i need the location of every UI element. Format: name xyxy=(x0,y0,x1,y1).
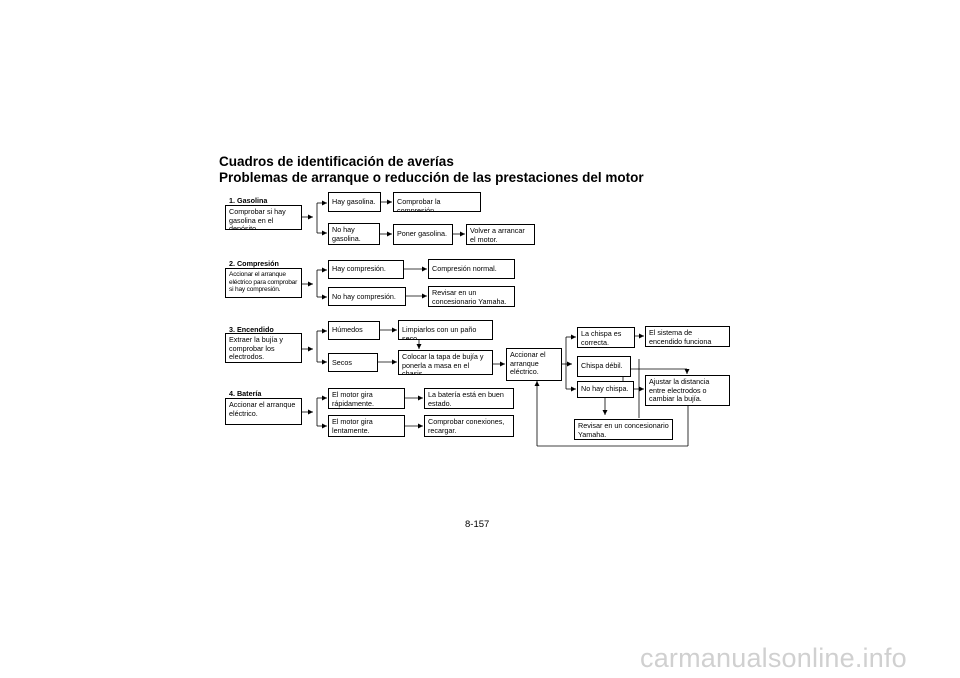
heading-title: Cuadros de identificación de averías xyxy=(219,154,454,169)
check-compression-start-box: Accionar el arranque eléctrico para comp… xyxy=(225,268,302,298)
weak-spark-box: Chispa débil. xyxy=(577,356,631,377)
yamaha-dealer-box-ignition: Revisar en un concesionario Yamaha. xyxy=(574,419,673,440)
engine-turns-fast-box: El motor gira rápidamente. xyxy=(328,388,405,409)
no-compression-box: No hay compresión. xyxy=(328,287,406,306)
compression-normal-box: Compresión normal. xyxy=(428,259,515,279)
restart-engine-box: Volver a arrancar el motor. xyxy=(466,224,535,245)
ignition-ok-box: El sistema de encendido funciona bien. xyxy=(645,326,730,347)
section-title-encendido: 3. Encendido xyxy=(229,325,274,334)
check-connections-box: Comprobar conexiones, recargar. xyxy=(424,415,514,437)
check-spark-plug-box: Extraer la bujía y comprobar los electro… xyxy=(225,333,302,363)
engine-turns-slow-box: El motor gira lentamente. xyxy=(328,415,405,437)
compression-present-box: Hay compresión. xyxy=(328,260,404,279)
battery-good-box: La batería está en buen estado. xyxy=(424,388,514,409)
operate-starter-box-battery: Accionar el arranque eléctrico. xyxy=(225,398,302,425)
no-spark-box: No hay chispa. xyxy=(577,381,634,398)
section-title-compresion: 2. Compresión xyxy=(229,259,279,268)
check-fuel-box: Comprobar si hay gasolina en el depósito… xyxy=(225,205,302,230)
page-number: 8-157 xyxy=(465,519,490,530)
section-title-bateria: 4. Batería xyxy=(229,389,262,398)
section-title-gasolina: 1. Gasolina xyxy=(229,196,268,205)
fuel-present-box: Hay gasolina. xyxy=(328,192,381,212)
heading-subtitle: Problemas de arranque o reducción de las… xyxy=(219,170,644,185)
wet-electrodes-box: Húmedos xyxy=(328,321,380,340)
operate-starter-box-ignition: Accionar el arranque eléctrico. xyxy=(506,348,562,381)
watermark: carmanualsonline.info xyxy=(640,643,907,673)
clean-electrodes-box: Limpiarlos con un paño seco. xyxy=(398,320,493,340)
check-compression-box: Comprobar la compresión. xyxy=(393,192,481,212)
add-fuel-box: Poner gasolina. xyxy=(393,224,453,245)
ground-spark-plug-box: Colocar la tapa de bujía y ponerla a mas… xyxy=(398,350,493,375)
no-fuel-box: No hay gasolina. xyxy=(328,223,380,245)
yamaha-dealer-box-compression: Revisar en un concesionario Yamaha. xyxy=(428,286,515,307)
dry-electrodes-box: Secos xyxy=(328,353,378,372)
adjust-gap-box: Ajustar la distancia entre electrodos o … xyxy=(645,375,730,406)
spark-correct-box: La chispa es correcta. xyxy=(577,327,635,348)
